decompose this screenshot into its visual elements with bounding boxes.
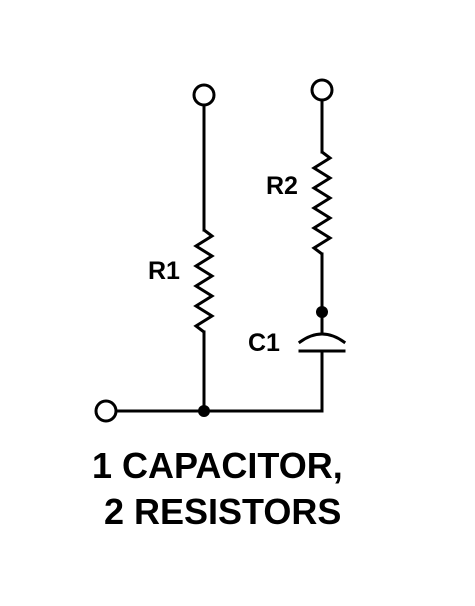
label-r2: R2 [266,172,298,200]
junction-r2-c1 [316,306,328,318]
resistor-r1 [193,228,215,334]
capacitor-c1-curved-plate [297,332,347,345]
label-r1: R1 [148,257,180,285]
caption-line-2: 2 RESISTORS [104,491,342,532]
label-c1: C1 [248,329,280,357]
terminal-common-left [94,399,118,423]
terminal-r1-top [192,83,216,107]
terminal-r2-top [310,78,334,102]
caption-line-1: 1 CAPACITOR, [92,445,343,486]
junction-bottom [198,405,210,417]
resistor-r2 [311,150,333,256]
